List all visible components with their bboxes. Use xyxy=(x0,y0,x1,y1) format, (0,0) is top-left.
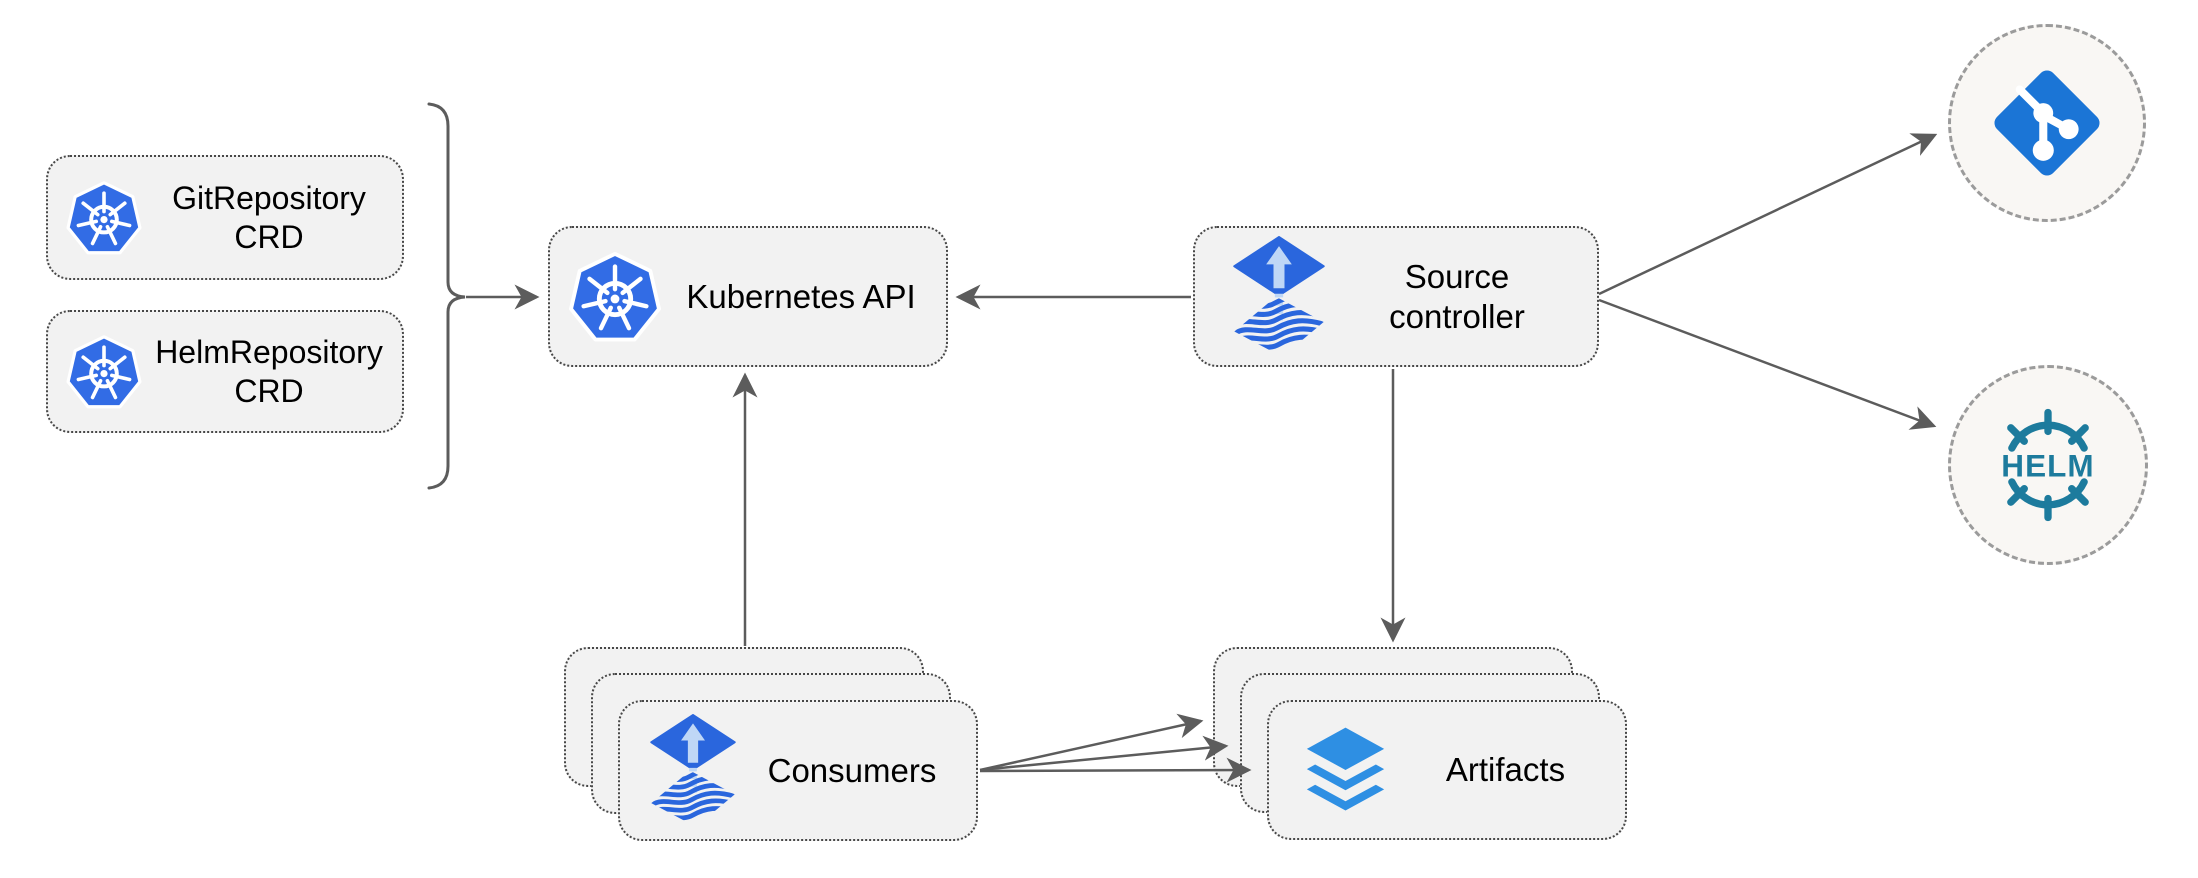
helm-icon: HELM xyxy=(2001,408,2094,522)
node-git-endpoint xyxy=(1948,24,2146,222)
node-artifacts-label: Artifacts xyxy=(1445,751,1566,789)
node-helmrepository-crd: HelmRepository CRD xyxy=(46,310,404,433)
flux-source-icon xyxy=(650,714,736,827)
kubernetes-icon xyxy=(566,248,664,346)
node-consumers-label: Consumers xyxy=(767,751,937,789)
node-gitrepository-crd: GitRepository CRD xyxy=(46,155,404,280)
helm-icon-text: HELM xyxy=(2001,448,2094,484)
node-helm-endpoint: HELM xyxy=(1948,365,2148,565)
kubernetes-icon xyxy=(64,178,144,258)
edge-crds-brace xyxy=(427,102,466,490)
node-gitrepository-crd-label: GitRepository CRD xyxy=(172,180,366,255)
node-kubernetes-api-label: Kubernetes API xyxy=(686,277,916,315)
node-helmrepository-crd-label: HelmRepository CRD xyxy=(155,334,383,409)
edge-source-controller-to-git xyxy=(1598,133,1938,296)
edge-consumers-to-artifacts-2 xyxy=(979,735,1229,772)
node-kubernetes-api: Kubernetes API xyxy=(548,226,948,367)
flux-source-icon xyxy=(1233,236,1325,357)
node-source-controller: Source controller xyxy=(1193,226,1599,367)
edge-source-controller-to-helm xyxy=(1598,298,1937,430)
layers-icon xyxy=(1297,724,1394,816)
edge-consumers-to-artifacts-3 xyxy=(979,757,1252,783)
node-consumers: Consumers xyxy=(618,700,978,841)
node-artifacts: Artifacts xyxy=(1267,700,1627,840)
edge-consumers-to-artifacts-1 xyxy=(979,713,1204,772)
node-source-controller-label: Source controller xyxy=(1389,257,1525,335)
kubernetes-icon xyxy=(64,332,144,412)
git-icon xyxy=(1985,61,2109,185)
